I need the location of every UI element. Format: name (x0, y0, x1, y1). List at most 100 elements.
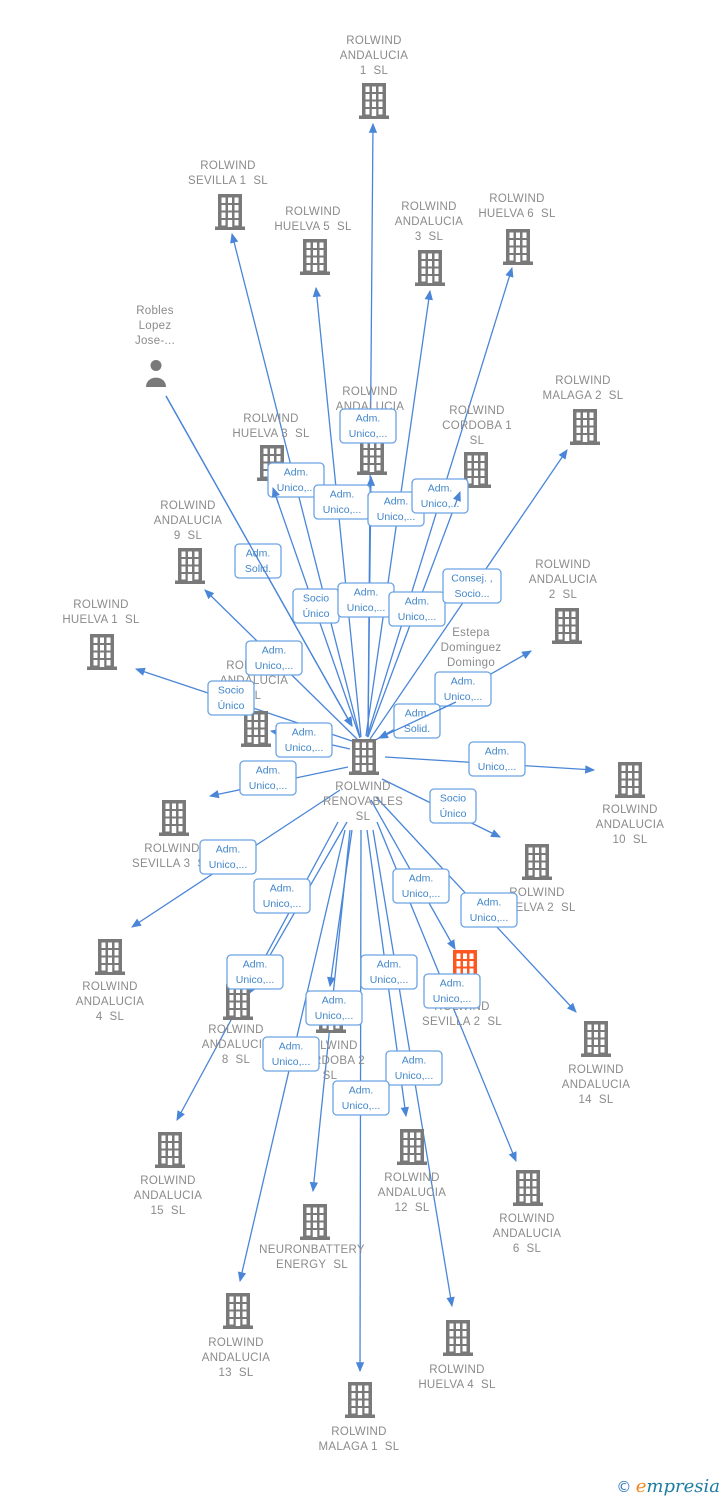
building-icon (522, 844, 552, 880)
edge-label-text: Adm.Unico,... (285, 727, 324, 755)
building-icon (159, 800, 189, 836)
edge-label-ac[interactable]: Adm.Unico,... (332, 1080, 390, 1116)
building-icon (300, 1204, 330, 1240)
edge-label-z[interactable]: Adm.Unico,... (305, 990, 363, 1026)
edge-label-text: Adm.Unico,... (444, 676, 483, 704)
edge-label-text: Adm.Unico,... (402, 873, 441, 901)
building-icon (357, 439, 387, 475)
building-icon (415, 250, 445, 286)
edge-label-x[interactable]: Adm.Unico,... (360, 954, 418, 990)
edge-label-text: Adm.Unico,... (272, 1041, 311, 1069)
edge-label-text: Adm.Unico,... (342, 1085, 381, 1113)
building-icon (223, 1293, 253, 1329)
edge-estepa-renovables-overlay (378, 701, 457, 739)
edge-label-h[interactable]: Adm.Unico,... (337, 582, 395, 618)
building-icon (359, 83, 389, 119)
brand-initial: e (635, 1476, 647, 1497)
edge-label-k[interactable]: Adm.Unico,... (245, 640, 303, 676)
edge-label-i[interactable]: Adm.Unico,... (388, 591, 446, 627)
building-icon (349, 739, 379, 775)
edge-label-b[interactable]: Adm.Unico,... (267, 462, 325, 498)
building-icon (615, 762, 645, 798)
building-icon (397, 1129, 427, 1165)
edge-label-j[interactable]: Consej. ,Socio... (442, 568, 502, 604)
edge-label-u[interactable]: Adm.Unico,... (392, 868, 450, 904)
edge-label-f[interactable]: Adm.Solid. (234, 543, 282, 579)
building-icon (175, 548, 205, 584)
edge-renovables-cordoba1-tip (452, 490, 461, 508)
edge-label-c[interactable]: Adm.Unico,... (313, 484, 371, 520)
edge-label-q[interactable]: Adm.Unico,... (468, 741, 526, 777)
edge-renovables-cordoba2 (327, 829, 353, 988)
building-icon (552, 608, 582, 644)
edge-label-d[interactable]: Adm.Unico,... (367, 491, 425, 527)
edge-label-n[interactable]: Adm.Solid. (393, 703, 441, 739)
edge-label-p[interactable]: Adm.Unico,... (239, 760, 297, 796)
edge-label-y[interactable]: Adm.Unico,... (423, 973, 481, 1009)
edge-label-v[interactable]: Adm.Unico,... (460, 892, 518, 928)
edge-label-a[interactable]: Adm.Unico,... (339, 408, 397, 444)
building-icon (581, 1021, 611, 1057)
edge-label-e[interactable]: Adm.Unico,... (411, 478, 469, 514)
edge-label-s[interactable]: Adm.Unico,... (199, 839, 257, 875)
edge-label-text: Adm.Unico,... (236, 959, 275, 987)
edge-label-t[interactable]: Adm.Unico,... (253, 878, 311, 914)
building-icon (570, 409, 600, 445)
edge-label-o[interactable]: Adm.Unico,... (275, 722, 333, 758)
edge-label-aa[interactable]: Adm.Unico,... (262, 1036, 320, 1072)
edge-label-w[interactable]: Adm.Unico,... (226, 954, 284, 990)
building-icon (241, 711, 271, 747)
edge-label-m[interactable]: Adm.Unico,... (434, 671, 492, 707)
building-icon (503, 229, 533, 265)
edge-label-ab[interactable]: Adm.Unico,... (385, 1050, 443, 1086)
